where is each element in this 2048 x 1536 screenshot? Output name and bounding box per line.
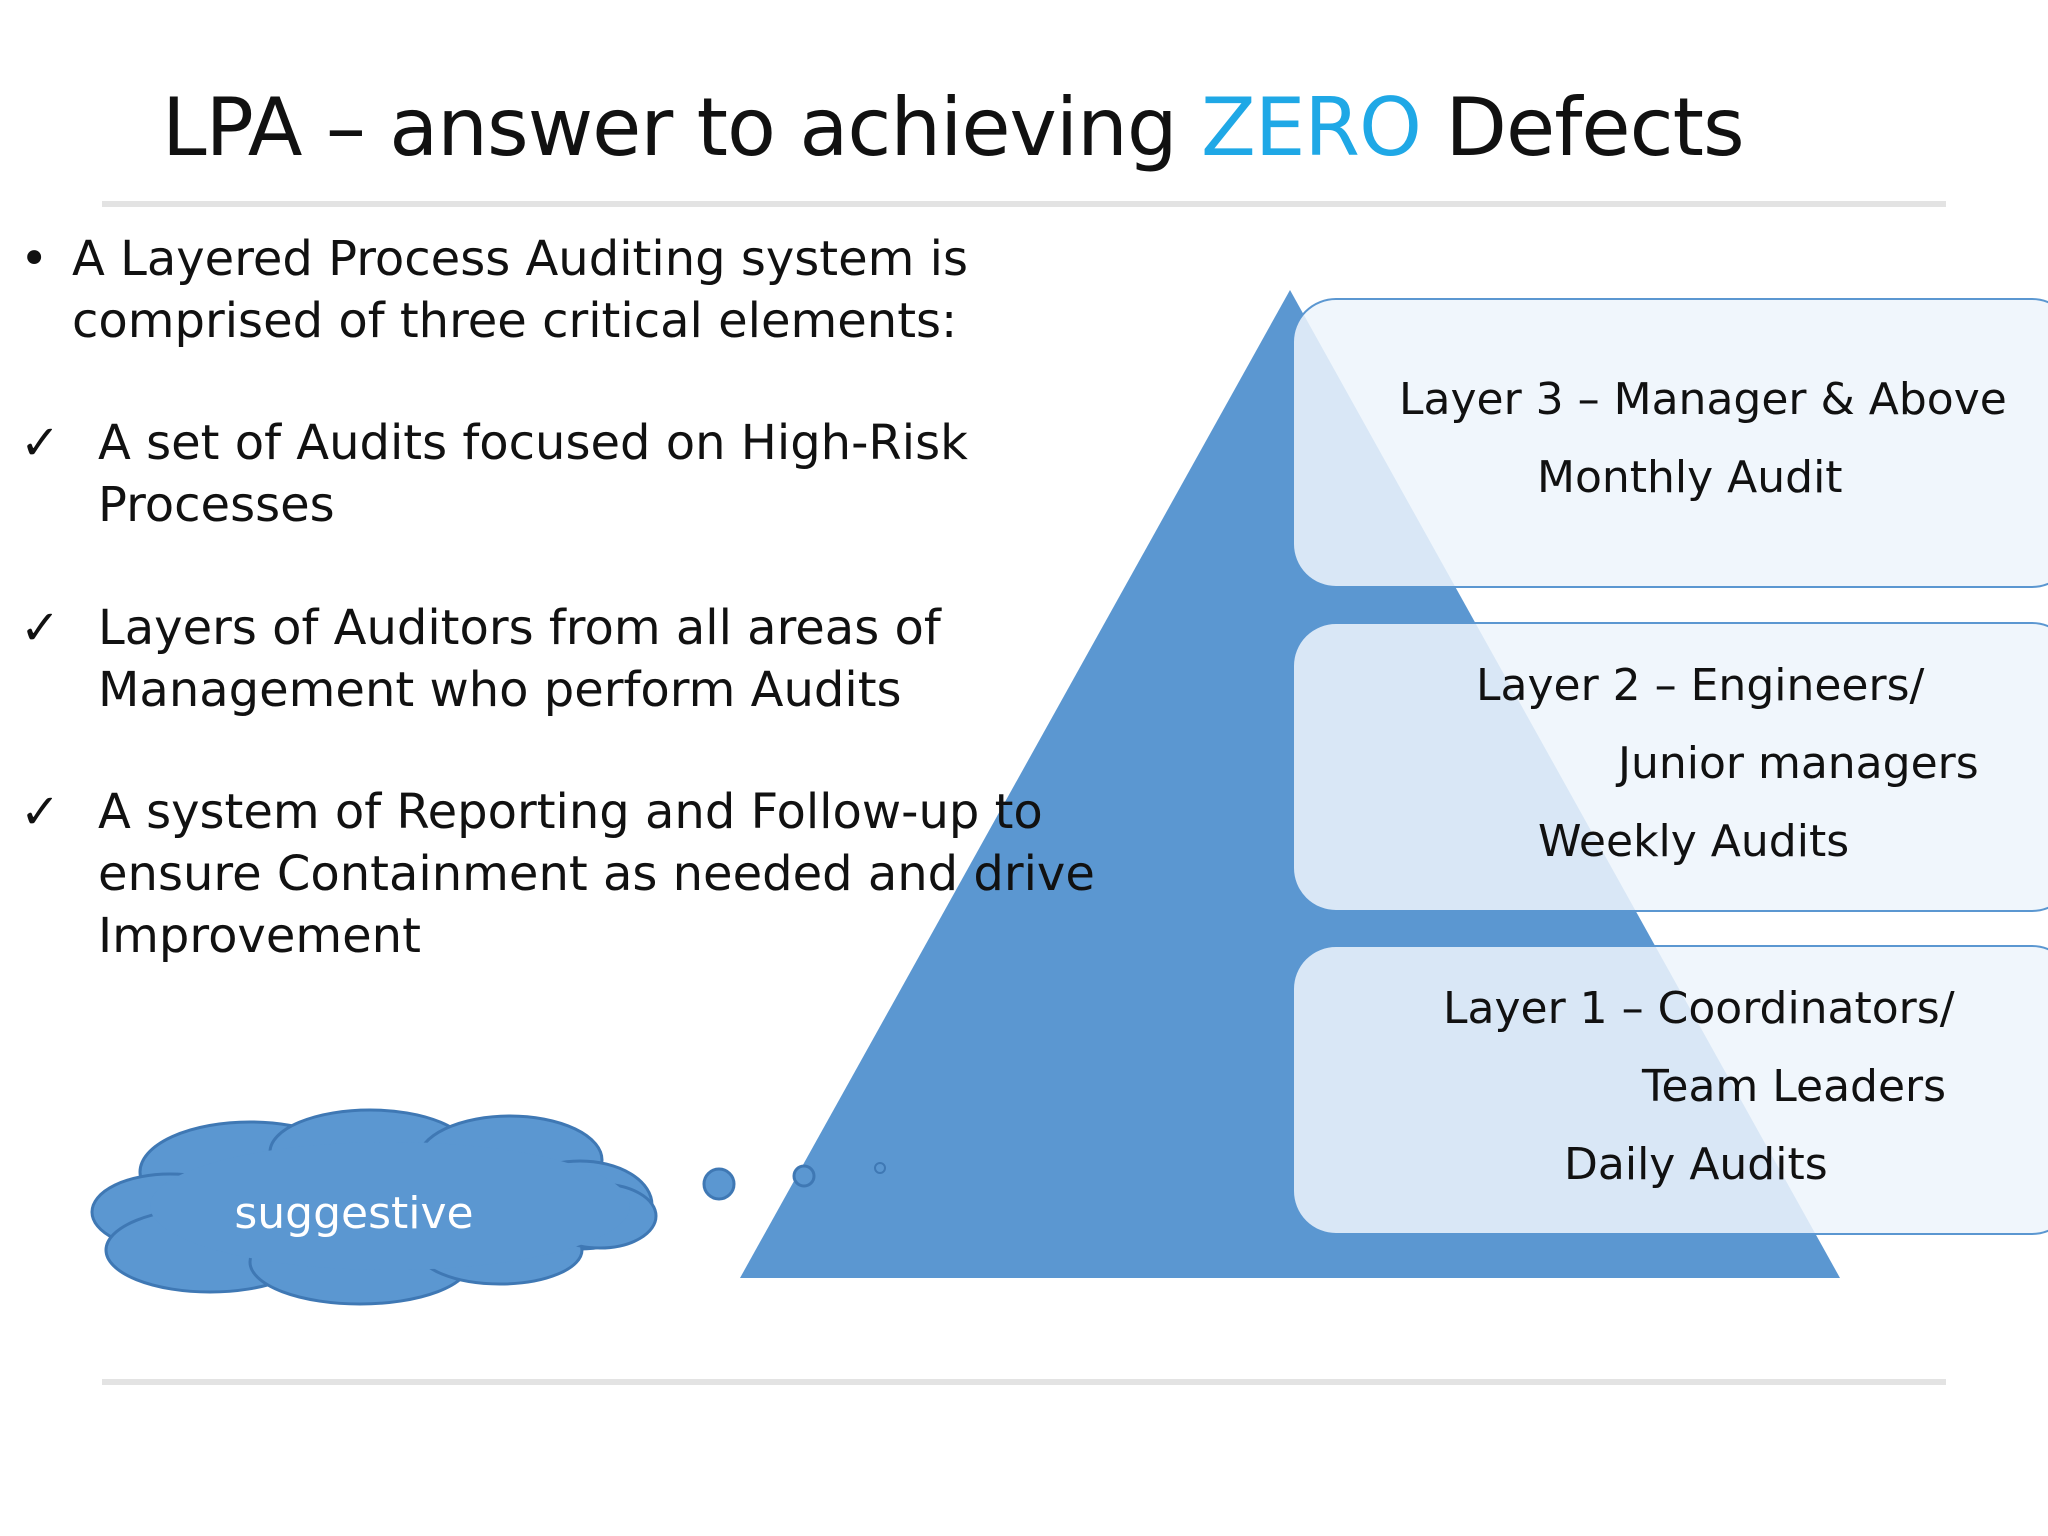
layer-3-box: Layer 3 – Manager & Above Monthly Audit (1292, 298, 2048, 588)
intro-line-2: comprised of three critical elements: (72, 293, 958, 349)
layer-2-frequency: Weekly Audits (1538, 816, 1850, 867)
title-divider (102, 201, 1946, 207)
layer-3-frequency: Monthly Audit (1537, 452, 1843, 503)
intro-line-1: A Layered Process Auditing system is (72, 231, 968, 287)
thought-bubble-large (702, 1167, 736, 1201)
thought-bubble-small (874, 1162, 886, 1174)
element-1-line-2: Processes (98, 477, 335, 533)
cloud-label: suggestive (234, 1188, 474, 1239)
element-1-line-1: A set of Audits focused on High-Risk (98, 415, 968, 471)
layer-1-box: Layer 1 – Coordinators/ Team Leaders Dai… (1292, 945, 2048, 1235)
layer-1-frequency: Daily Audits (1564, 1139, 1828, 1190)
title-prefix: LPA – answer to achieving (162, 81, 1202, 174)
layer-1-subtitle: Team Leaders (1642, 1061, 1947, 1112)
element-2-line-1: Layers of Auditors from all areas of (98, 600, 941, 656)
layer-3-title: Layer 3 – Manager & Above (1399, 374, 2007, 425)
checkmark-icon: ✓ (20, 784, 61, 840)
checkmark-icon: ✓ (20, 600, 61, 656)
thought-bubble-medium (792, 1164, 816, 1188)
layer-2-box: Layer 2 – Engineers/ Junior managers Wee… (1292, 622, 2048, 912)
layer-2-subtitle: Junior managers (1618, 738, 1979, 789)
checkmark-icon: ✓ (20, 415, 61, 471)
title-accent: ZERO (1201, 81, 1422, 174)
page-title: LPA – answer to achieving ZERO Defects (162, 68, 1745, 188)
element-3-line-1: A system of Reporting and Follow-up to (98, 784, 1043, 840)
footer-divider (102, 1379, 1946, 1385)
layer-1-title: Layer 1 – Coordinators/ (1443, 983, 1955, 1034)
layer-2-title: Layer 2 – Engineers/ (1476, 660, 1925, 711)
bullet-dot: • (20, 231, 49, 287)
element-3-line-3: Improvement (98, 908, 421, 964)
element-3-line-2: ensure Containment as needed and drive (98, 846, 1095, 902)
element-2-line-2: Management who perform Audits (98, 662, 902, 718)
title-suffix: Defects (1420, 81, 1744, 174)
cloud-callout (90, 1108, 658, 1306)
